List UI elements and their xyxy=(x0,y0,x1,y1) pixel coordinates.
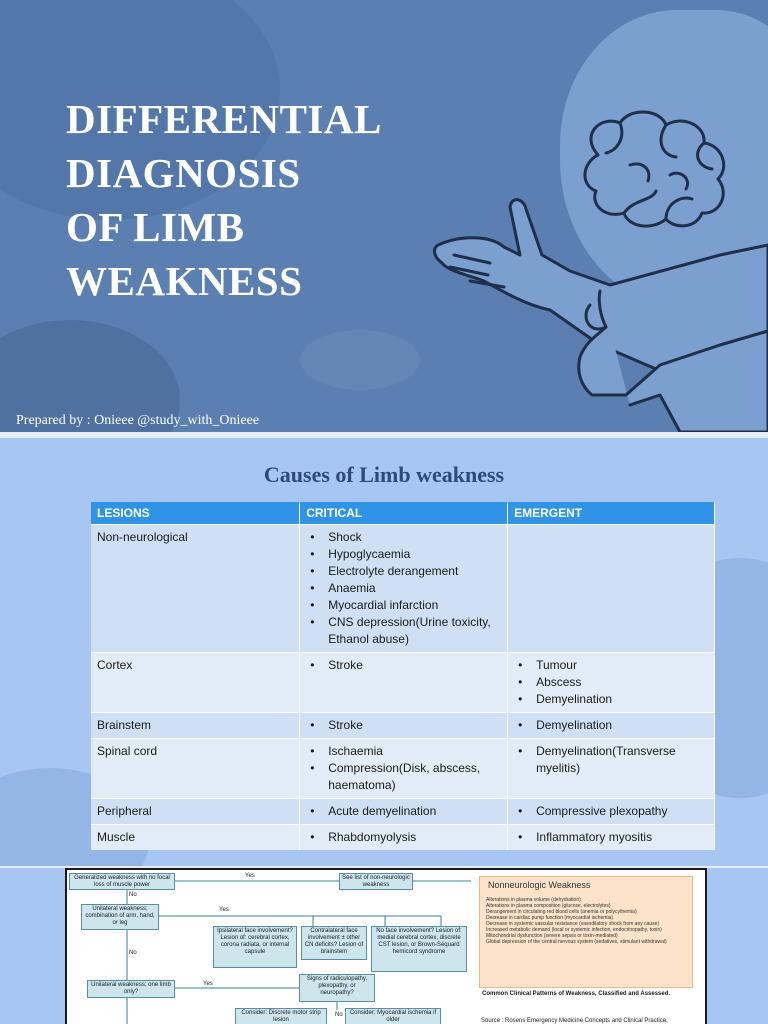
background-blob xyxy=(300,330,420,390)
flowchart-box-generalized: Generalized weakness with no focal loss … xyxy=(69,873,175,890)
flowchart-box-radiculopathy: Signs of radiculopathy, plexopathy, or n… xyxy=(299,974,375,1002)
lesion-cell: Cortex xyxy=(91,652,301,713)
slide-heading: Causes of Limb weakness xyxy=(263,462,505,487)
emergent-cell: Compressive plexopathy xyxy=(507,798,715,825)
critical-cell: Stroke xyxy=(299,652,509,713)
figure-source: Source : Rosens Emergency Medicine Conce… xyxy=(481,1018,668,1024)
cause-item: Tumour xyxy=(518,657,708,674)
flowchart-box-consider-motor-strip: Consider: Discrete motor strip lesion xyxy=(235,1008,327,1024)
cause-item: CNS depression(Urine toxicity, Ethanol a… xyxy=(310,614,501,648)
cause-item: Compressive plexopathy xyxy=(518,803,708,820)
table-row: Spinal cord Ischaemia Compression(Disk, … xyxy=(91,738,715,799)
lesion-cell: Spinal cord xyxy=(91,738,301,799)
cause-item: Electrolyte derangement xyxy=(310,563,501,580)
cause-item: Demyelination xyxy=(518,717,708,734)
causes-table: LESIONS CRITICAL EMERGENT Non-neurologic… xyxy=(91,502,715,850)
flowchart-box-ipsilateral-face: Ipsilateral face involvement? Lesion of:… xyxy=(213,926,297,968)
flowchart-box-consider-myocardial: Consider: Myocardial ischemia if older xyxy=(345,1008,441,1024)
lesion-cell: Non-neurological xyxy=(91,524,301,653)
emergent-cell: Demyelination xyxy=(507,712,715,739)
list-item: Derangement in circulating red blood cel… xyxy=(486,909,637,915)
cause-item: Demyelination(Transverse myelitis) xyxy=(518,743,708,777)
lesion-cell: Peripheral xyxy=(91,798,301,825)
flowchart-connectors xyxy=(126,880,471,1024)
emergent-cell: Inflammatory myositis xyxy=(507,824,715,850)
critical-cell: Rhabdomyolysis xyxy=(299,824,509,850)
flowchart-slide: Generalized weakness with no focal loss … xyxy=(0,868,768,1024)
cause-item: Shock xyxy=(310,529,501,546)
critical-cell: Stroke xyxy=(299,712,509,739)
nonneurologic-weakness-panel: Nonneurologic Weakness Alterations in pl… xyxy=(479,876,693,988)
table-header-row: LESIONS CRITICAL EMERGENT xyxy=(91,502,715,525)
emergent-cell: Demyelination(Transverse myelitis) xyxy=(507,738,715,799)
flowchart-box-unilateral-combination: Unilateral weakness; combination of arm,… xyxy=(81,904,159,930)
cause-item: Hypoglycaemia xyxy=(310,546,501,563)
flowchart-label-no: No xyxy=(129,892,137,898)
cause-item: Compression(Disk, abscess, haematoma) xyxy=(310,760,501,794)
cause-item: Demyelination xyxy=(518,691,708,708)
critical-cell: Ischaemia Compression(Disk, abscess, hae… xyxy=(299,738,509,799)
emergent-cell: Tumour Abscess Demyelination xyxy=(507,652,715,713)
cause-item: Myocardial infarction xyxy=(310,597,501,614)
list-item: Alterations in plasma volume (dehydratio… xyxy=(486,897,581,903)
lesion-cell: Muscle xyxy=(91,824,301,850)
table-row: Peripheral Acute demyelination Compressi… xyxy=(91,798,715,825)
title-line: WEAKNESS xyxy=(66,258,303,304)
table-row: Non-neurological Shock Hypoglycaemia Ele… xyxy=(91,524,715,653)
title-line: OF LIMB xyxy=(66,204,245,250)
flowchart-label-yes: Yes xyxy=(219,907,229,913)
slide-separator xyxy=(0,866,768,868)
cause-item: Abscess xyxy=(518,674,708,691)
column-header: LESIONS xyxy=(91,502,301,525)
causes-slide: Causes of Limb weakness LESIONS CRITICAL… xyxy=(0,438,768,866)
title-line: DIFFERENTIAL xyxy=(66,96,382,142)
critical-cell: Acute demyelination xyxy=(299,798,509,825)
nonneurologic-title: Nonneurologic Weakness xyxy=(488,880,591,890)
cause-item: Ischaemia xyxy=(310,743,501,760)
flowchart-box-one-limb: Unilateral weakness; one limb only? xyxy=(87,980,175,998)
flowchart-box-contralateral-face: Contralateral face involvement ± other C… xyxy=(301,926,367,960)
critical-cell: Shock Hypoglycaemia Electrolyte derangem… xyxy=(299,524,509,653)
table-row: Cortex Stroke Tumour Abscess Demyelinati… xyxy=(91,652,715,713)
title-line: DIAGNOSIS xyxy=(66,150,301,196)
emergent-cell xyxy=(507,524,715,653)
slide-title: DIFFERENTIAL DIAGNOSIS OF LIMB WEAKNESS xyxy=(66,92,426,308)
cause-item: Anaemia xyxy=(310,580,501,597)
nonneurologic-list: Alterations in plasma volume (dehydratio… xyxy=(486,897,686,945)
list-item: Mitochondrial dysfunction (severe sepsis… xyxy=(486,933,618,939)
cause-item: Rhabdomyolysis xyxy=(310,829,501,846)
cause-item: Stroke xyxy=(310,657,501,674)
flowchart-box-see-list: See list of non-neurologic weakness xyxy=(339,873,413,890)
author-credit: Prepared by : Onieee @study_with_Onieee xyxy=(16,413,260,428)
cause-item: Acute demyelination xyxy=(310,803,501,820)
list-item: Decrease in cardiac pump function (myoca… xyxy=(486,915,613,921)
cause-item: Inflammatory myositis xyxy=(518,829,708,846)
figure-caption: Common Clinical Patterns of Weakness, Cl… xyxy=(482,991,671,997)
lesion-cell: Brainstem xyxy=(91,712,301,739)
slide-separator xyxy=(0,432,768,438)
table-row: Muscle Rhabdomyolysis Inflammatory myosi… xyxy=(91,824,715,850)
list-item: Decrease in systemic vascular resistance… xyxy=(486,921,660,927)
list-item: Increased metabolic demand (local or sys… xyxy=(486,927,662,933)
column-header: CRITICAL xyxy=(299,502,509,525)
list-item: Global depression of the central nervous… xyxy=(486,939,667,945)
flowchart-label-yes: Yes xyxy=(203,981,213,987)
flowchart-panel: Generalized weakness with no focal loss … xyxy=(65,868,707,1024)
cause-item: Stroke xyxy=(310,717,501,734)
title-slide: DIFFERENTIAL DIAGNOSIS OF LIMB WEAKNESS … xyxy=(0,0,768,432)
flowchart-label-no: No xyxy=(335,1012,343,1018)
column-header: EMERGENT xyxy=(507,502,715,525)
brain-and-hands-illustration-icon xyxy=(433,110,768,432)
flowchart-label-no: No xyxy=(129,950,137,956)
table-row: Brainstem Stroke Demyelination xyxy=(91,712,715,739)
flowchart-box-no-face: No face involvement? Lesion of: medial c… xyxy=(371,926,467,972)
list-item: Alterations in plasma composition (gluco… xyxy=(486,903,611,909)
flowchart-label-yes: Yes xyxy=(245,873,255,879)
